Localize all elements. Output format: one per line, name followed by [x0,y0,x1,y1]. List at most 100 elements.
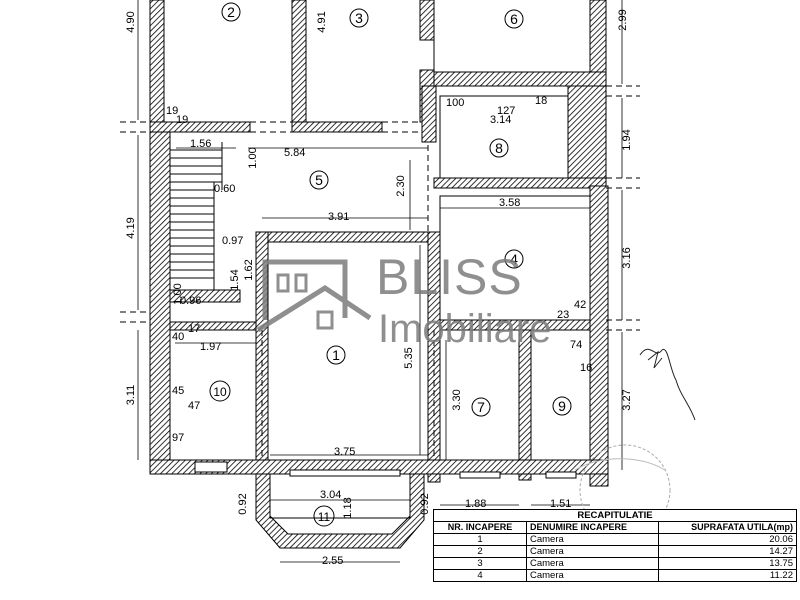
dimension-lines [137,0,623,563]
watermark-tagline: Imobiliare [378,307,551,351]
dim-1-94: 1.94 [621,129,633,150]
dim-17: 17 [188,323,200,335]
room-label-11: 11 [313,505,335,527]
dim-3-27: 3.27 [621,389,633,410]
wall-room8-left [421,85,437,143]
dim-74: 74 [570,339,582,351]
dim-1-88: 1.88 [465,498,486,510]
dim-4-90: 4.90 [125,11,137,32]
dim-3-16: 3.16 [621,247,633,268]
svg-text:5: 5 [315,172,323,188]
room-label-9: 9 [552,396,572,416]
dim-1-00-b: 1.00 [172,283,184,304]
dim-40: 40 [172,331,184,343]
dim-42: 42 [574,299,586,311]
svg-text:6: 6 [510,11,518,27]
dim-1-00-a: 1.00 [247,147,259,168]
dim-3-04: 3.04 [320,489,341,501]
recap-table: RECAPITULATIE NR. INCAPERE DENUMIRE INCA… [433,509,797,582]
wall-under-room3 [291,121,383,133]
room-label-8: 8 [489,138,509,158]
dim-2-55: 2.55 [322,555,343,567]
svg-text:4: 4 [510,251,518,267]
room-label-7: 7 [471,397,491,417]
room-label-5: 5 [309,170,329,190]
wall-room8-bottom [433,177,607,189]
dim-18: 18 [535,95,547,107]
wall-room2-left [149,0,165,123]
dim-3-30: 3.30 [451,389,463,410]
dim-1-18: 1.18 [342,497,354,518]
table-row: 2 Camera 14.27 [433,545,797,558]
svg-text:1: 1 [332,347,340,363]
table-row: 3 Camera 13.75 [433,557,797,570]
table-row: 4 Camera 11.22 [433,569,797,582]
svg-text:8: 8 [495,140,503,156]
room-outlines [163,0,591,519]
dim-127: 127 [497,105,515,117]
dim-4-19: 4.19 [125,217,137,238]
room-label-10: 10 [209,380,231,402]
openings [120,85,640,460]
wall-room2-right [291,0,307,123]
wall-room10-top [169,321,257,331]
dimension-labels: 4.90 4.91 2.99 19 19 100 127 18 3.14 1.9… [125,9,633,567]
windows [194,461,577,479]
dim-0-97: 0.97 [222,235,243,247]
room-label-1: 1 [326,345,346,365]
wall-room8-right [567,85,607,187]
svg-text:3: 3 [355,10,363,26]
dim-3-58: 3.58 [499,197,520,209]
dim-19-b: 19 [176,114,188,126]
wall-room1-top [255,231,441,243]
recap-header-name: DENUMIRE INCAPERE [526,521,659,534]
svg-text:2: 2 [227,4,235,20]
room-label-6: 6 [504,9,524,29]
room-label-3: 3 [349,8,369,28]
walls [149,0,609,549]
dim-1-56: 1.56 [190,138,211,150]
watermark-house-icon [256,259,372,333]
watermark-logo: BLISS Imobiliare [256,249,551,351]
svg-text:9: 9 [558,398,566,414]
dim-2-30: 2.30 [395,175,407,196]
dim-1-51: 1.51 [550,498,571,510]
dim-1-54: 1.54 [229,269,241,290]
wall-top-band-right [433,71,607,87]
wall-stair-bottom [169,289,241,303]
dim-0-96: 0.96 [180,295,201,307]
dim-100: 100 [446,97,464,109]
wall-left-outer [149,131,171,473]
dim-5-84: 5.84 [284,147,305,159]
room-label-2: 2 [221,2,241,22]
wall-room6-right [589,0,607,81]
room-labels: 2 3 6 8 5 4 1 10 7 9 11 [209,2,572,527]
dim-2-99: 2.99 [617,9,629,30]
dim-0-60: 0.60 [214,183,235,195]
wall-right-outer [589,185,609,487]
dim-1-97: 1.97 [200,341,221,353]
dim-97: 97 [172,432,184,444]
dim-45: 45 [172,385,184,397]
dim-5-35: 5.35 [403,347,415,368]
wall-under-room2 [149,121,251,133]
dim-16: 16 [580,362,592,374]
dim-19-a: 19 [166,105,178,117]
table-row: 1 Camera 20.06 [433,533,797,546]
svg-text:10: 10 [213,385,227,399]
dim-0-92-a: 0.92 [237,493,249,514]
room-label-4: 4 [504,249,524,269]
watermark-brand: BLISS [376,249,523,305]
dim-0-92-b: 0.92 [419,493,431,514]
dim-47: 47 [188,400,200,412]
wall-room11-bay [255,473,425,549]
dim-4-91: 4.91 [316,11,328,32]
dim-3-75: 3.75 [334,446,355,458]
dim-1-62: 1.62 [243,259,255,280]
recap-header-nr: NR. INCAPERE [433,521,527,534]
svg-text:7: 7 [477,399,485,415]
dim-3-11: 3.11 [125,385,137,406]
dim-3-14: 3.14 [490,114,511,126]
